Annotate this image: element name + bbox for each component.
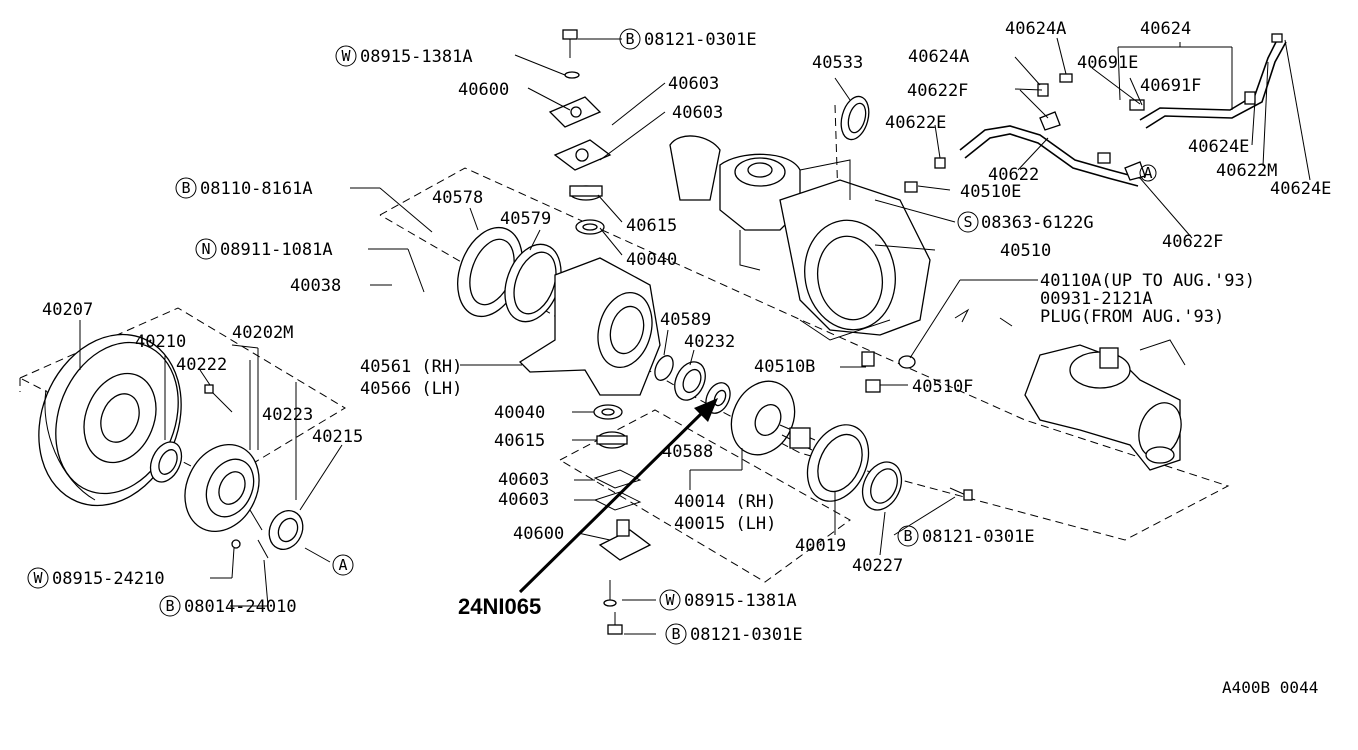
label-40600-low: 40600 xyxy=(513,524,564,544)
label-40533: 40533 xyxy=(812,53,863,73)
label-A: A xyxy=(338,556,347,574)
bearing-stack xyxy=(654,355,973,511)
label-08915-1381A-low: 08915-1381A xyxy=(684,591,797,611)
svg-text:B: B xyxy=(671,625,680,643)
label-40222: 40222 xyxy=(176,355,227,375)
lower-ball-joint-stack xyxy=(593,404,652,635)
svg-text:B: B xyxy=(181,179,190,197)
svg-text:B: B xyxy=(165,597,174,615)
differential-housing xyxy=(669,135,1186,471)
label-08121-0301E-top: 08121-0301E xyxy=(644,30,757,50)
svg-text:N: N xyxy=(201,240,210,258)
label-40622F-low: 40622F xyxy=(1162,232,1223,252)
label-40202M: 40202M xyxy=(232,323,293,343)
label-08121-0301E-low: 08121-0301E xyxy=(690,625,803,645)
label-40510F: 40510F xyxy=(912,377,973,397)
label-40510: 40510 xyxy=(1000,241,1051,261)
label-40038: 40038 xyxy=(290,276,341,296)
label-40691F: 40691F xyxy=(1140,76,1201,96)
label-40588: 40588 xyxy=(662,442,713,462)
label-40223: 40223 xyxy=(262,405,313,425)
label-40232: 40232 xyxy=(684,332,735,352)
svg-text:B: B xyxy=(903,527,912,545)
svg-text:S: S xyxy=(963,213,972,231)
label-40624: 40624 xyxy=(1140,19,1191,39)
label-40624E-b: 40624E xyxy=(1270,179,1331,199)
circled-prefixes: B W B N S B W B W B xyxy=(27,28,1157,645)
label-40019: 40019 xyxy=(795,536,846,556)
label-40510B: 40510B xyxy=(754,357,815,377)
label-08014-24010: 08014-24010 xyxy=(184,597,297,617)
label-40622M: 40622M xyxy=(1216,161,1277,181)
svg-text:B: B xyxy=(625,30,634,48)
label-40561-rh: 40561 (RH) xyxy=(360,357,462,377)
label-40578: 40578 xyxy=(432,188,483,208)
label-40603-d: 40603 xyxy=(498,490,549,510)
label-40624A: 40624A xyxy=(1005,19,1066,39)
label-40040-mid: 40040 xyxy=(494,403,545,423)
label-40015-lh: 40015 (LH) xyxy=(674,514,776,534)
label-08363-6122G: 08363-6122G xyxy=(981,213,1094,233)
label-40603-b: 40603 xyxy=(672,103,723,123)
leader-lines xyxy=(79,37,1311,635)
label-40110A: 40110A(UP TO AUG.'93) xyxy=(1040,271,1255,291)
svg-text:W: W xyxy=(665,591,675,609)
label-40622F: 40622F xyxy=(907,81,968,101)
label-40603-c: 40603 xyxy=(498,470,549,490)
label-40210: 40210 xyxy=(135,332,186,352)
label-00931-2121A: 00931-2121A xyxy=(1040,289,1153,309)
callout-arrow xyxy=(518,398,718,594)
label-08110-8161A: 08110-8161A xyxy=(200,179,313,199)
label-40589: 40589 xyxy=(660,310,711,330)
label-40579: 40579 xyxy=(500,209,551,229)
label-08915-1381A-top: 08915-1381A xyxy=(360,47,473,67)
label-40622E: 40622E xyxy=(885,113,946,133)
label-40040-top: 40040 xyxy=(626,250,677,270)
breather-hose xyxy=(840,33,1287,393)
label-40622: 40622 xyxy=(988,165,1039,185)
knuckle-assembly xyxy=(457,29,661,396)
label-40207: 40207 xyxy=(42,300,93,320)
label-40600-top: 40600 xyxy=(458,80,509,100)
brake-rotor-40207 xyxy=(38,333,182,507)
label-08911-1081A: 08911-1081A xyxy=(220,240,333,260)
label-40615-top: 40615 xyxy=(626,216,677,236)
label-40624A-mid: 40624A xyxy=(908,47,969,67)
label-40615-mid: 40615 xyxy=(494,431,545,451)
label-40691E: 40691E xyxy=(1077,53,1138,73)
label-plug: PLUG(FROM AUG.'93) xyxy=(1040,307,1224,327)
label-40227: 40227 xyxy=(852,556,903,576)
label-40624E: 40624E xyxy=(1188,137,1249,157)
svg-text:W: W xyxy=(341,47,351,65)
label-diagram-reference: A400B 0044 xyxy=(1222,678,1318,697)
label-40014-rh: 40014 (RH) xyxy=(674,492,776,512)
label-40215: 40215 xyxy=(312,427,363,447)
svg-text:W: W xyxy=(33,569,43,587)
part-labels: 40624A 40624 40691E 40624A 40691F 40533 … xyxy=(42,19,1331,697)
label-24NI065: 24NI065 xyxy=(458,594,541,619)
label-A-2: A xyxy=(1143,164,1152,182)
hub-assembly-left xyxy=(149,384,304,559)
label-08121-0301E-mid: 08121-0301E xyxy=(922,527,1035,547)
label-08915-24210: 08915-24210 xyxy=(52,569,165,589)
label-40566-lh: 40566 (LH) xyxy=(360,379,462,399)
label-40510E: 40510E xyxy=(960,182,1021,202)
label-40603-a: 40603 xyxy=(668,74,719,94)
